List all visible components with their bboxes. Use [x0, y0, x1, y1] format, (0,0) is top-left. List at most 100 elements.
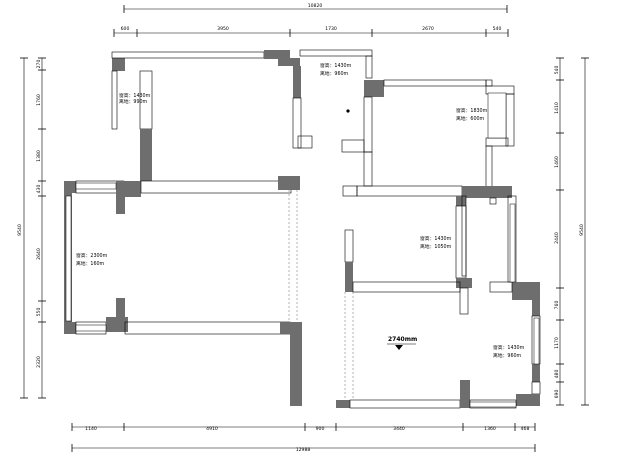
right-dim-3: 1460	[554, 156, 560, 168]
wall	[460, 380, 470, 408]
top-dim-2: 3950	[217, 26, 229, 32]
bottom-dim-5: 1360	[484, 426, 496, 432]
window-sill-label: 离地：990m	[119, 98, 148, 105]
wall	[356, 185, 463, 197]
window	[75, 324, 107, 332]
wall	[532, 300, 540, 316]
wall	[462, 186, 512, 198]
right-total-dim: 9540	[579, 224, 585, 236]
window-height-label: 窗高：1430m	[420, 235, 452, 242]
window-sill-label: 离地：600m	[456, 115, 485, 122]
ceiling-height-marker: 2740mm	[387, 336, 417, 350]
window-height-label: 窗高：1430m	[493, 344, 525, 351]
window	[487, 92, 507, 139]
wall	[278, 176, 300, 190]
wall	[459, 287, 469, 315]
wall	[352, 281, 461, 293]
wall	[293, 66, 301, 98]
wall	[111, 51, 265, 59]
left-dim-2: 1760	[36, 94, 42, 106]
right-dim-5: 760	[554, 301, 560, 310]
bottom-dim-1: 1140	[85, 426, 97, 432]
wall	[461, 195, 467, 277]
wall-group	[64, 49, 541, 409]
wall	[290, 334, 302, 406]
right-dimension-chain: 540 1410 1460 2440 760 1170 480 690 9540	[554, 57, 589, 406]
window-labels: 窗高：1430m 离地：990m 窗高：1430m 离地：960m 窗高：183…	[76, 62, 525, 359]
wall	[342, 185, 358, 197]
window-height-label: 窗高：2300m	[76, 252, 108, 259]
wall	[363, 96, 373, 153]
wall	[364, 80, 384, 97]
wall	[336, 400, 350, 408]
top-total-dim: 10820	[308, 3, 323, 9]
wall	[383, 79, 487, 87]
wall	[512, 282, 540, 300]
wall	[264, 50, 290, 59]
window-sill-label: 离地：960m	[493, 352, 522, 359]
wall	[531, 381, 541, 395]
left-dimension-chain: 9540 270 1760 1380 430 2640 550 2320	[17, 57, 46, 399]
wall	[106, 317, 128, 332]
wall	[363, 151, 373, 187]
bottom-dimension-chain: 1140 4910 900 3440 1360 468 12988	[71, 423, 536, 453]
wall	[489, 281, 513, 293]
wall	[116, 197, 125, 214]
wall	[140, 129, 152, 181]
window-height-label: 窗高：1830m	[456, 107, 488, 114]
bottom-dim-4: 3440	[393, 426, 405, 432]
wall	[341, 139, 365, 153]
bottom-dim-3: 900	[316, 426, 325, 432]
wall	[297, 135, 313, 149]
wall	[456, 278, 472, 288]
wall	[116, 181, 141, 197]
window	[469, 401, 517, 408]
window-group	[65, 92, 540, 408]
wall	[292, 97, 302, 149]
window-height-label: 窗高：1430m	[320, 62, 352, 69]
right-dim-1: 540	[554, 66, 560, 75]
right-dim-6: 1170	[554, 337, 560, 349]
ceiling-height-label: 2740mm	[388, 336, 417, 343]
wall	[485, 137, 509, 147]
left-dim-6: 550	[36, 308, 42, 317]
wall	[516, 394, 540, 406]
wall	[349, 399, 461, 409]
wall	[112, 58, 125, 71]
top-dimension-chain: 10820 600 3950 1730 2670 540	[113, 3, 509, 37]
window-sill-label: 离地：160m	[76, 260, 105, 267]
bottom-total-dim: 12988	[296, 447, 311, 453]
top-dim-5: 540	[493, 26, 502, 32]
left-total-dim: 9540	[17, 224, 23, 236]
window	[65, 195, 72, 322]
right-dim-8: 690	[554, 390, 560, 399]
wall	[485, 145, 493, 191]
wall	[345, 262, 353, 292]
right-dim-4: 2440	[554, 232, 560, 244]
bottom-dim-6: 468	[521, 426, 530, 432]
left-dim-4: 430	[36, 185, 42, 194]
right-dim-7: 480	[554, 370, 560, 379]
right-dim-2: 1410	[554, 102, 560, 114]
wall	[280, 322, 302, 334]
wall	[124, 321, 291, 335]
top-dim-1: 600	[121, 26, 130, 32]
top-dim-4: 2670	[422, 26, 434, 32]
window-sill-label: 离地：960m	[320, 70, 349, 77]
wall	[64, 322, 76, 334]
bottom-dim-2: 4910	[206, 426, 218, 432]
wall	[64, 181, 76, 193]
wall	[532, 364, 540, 382]
floor-drain-dot	[346, 109, 350, 113]
wall	[455, 205, 467, 279]
left-dim-5: 2640	[36, 248, 42, 260]
wall	[485, 79, 493, 87]
top-dim-3: 1730	[325, 26, 337, 32]
wall	[489, 197, 497, 205]
left-dim-7: 2320	[36, 356, 42, 368]
window-height-label: 窗高：1430m	[119, 92, 151, 99]
ceiling-level-arrow-icon	[395, 345, 403, 350]
window-sill-label: 离地：1050m	[420, 243, 452, 250]
wall	[365, 55, 373, 79]
opening-group	[288, 190, 354, 400]
